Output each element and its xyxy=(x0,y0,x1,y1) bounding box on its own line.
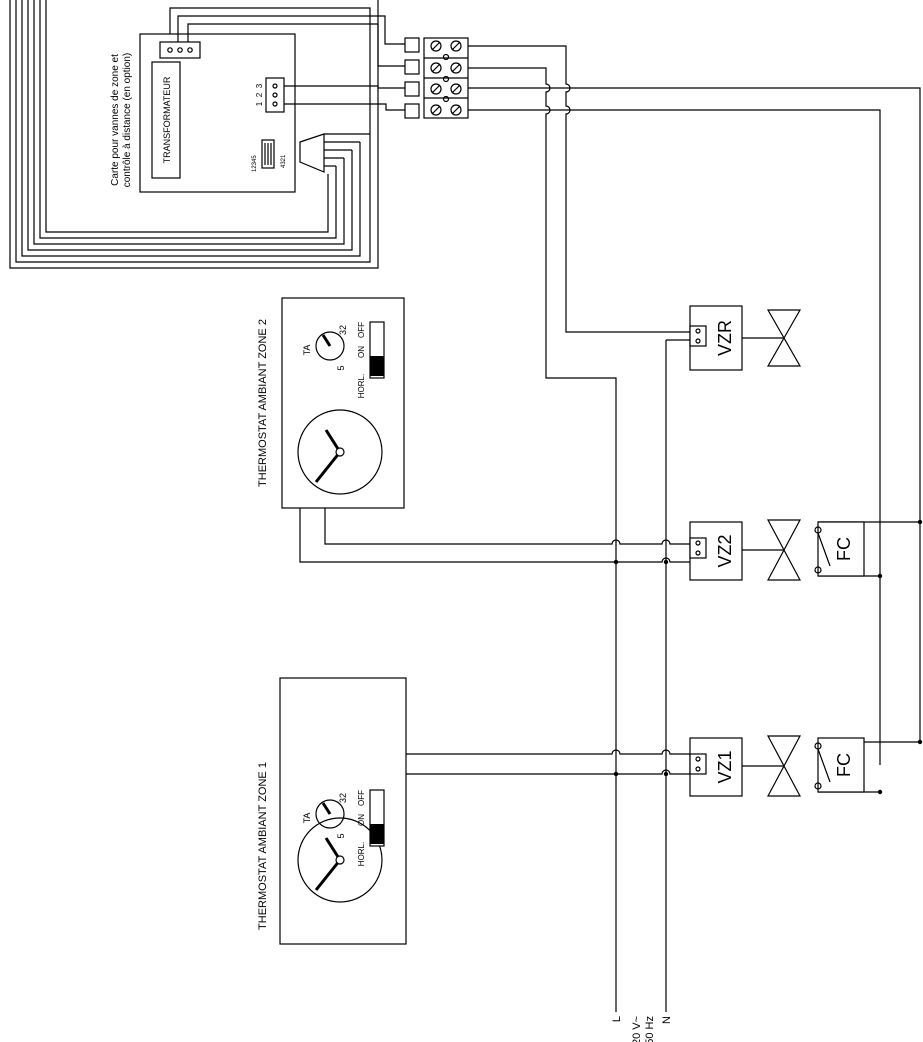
board-wire xyxy=(187,23,405,67)
valve-icon xyxy=(767,519,801,581)
switch-label: HORL. xyxy=(357,374,366,398)
neutral-label: N xyxy=(661,1016,673,1024)
pin-connector xyxy=(265,77,285,113)
fc-label: FC xyxy=(834,537,854,561)
harness-loop xyxy=(9,0,379,269)
fc-box xyxy=(817,521,865,577)
terminal-screw xyxy=(430,40,462,116)
switch-label: ON xyxy=(357,346,366,358)
transformer-label: TRANSFORMATEUR xyxy=(162,76,172,163)
board-label-line2: contrôle à distance (en option) xyxy=(122,53,133,188)
dial-min: 5 xyxy=(336,833,346,838)
fc-label: FC xyxy=(834,753,854,777)
board-wire xyxy=(177,15,405,45)
board-wire xyxy=(284,85,405,89)
limit-switch-zone-1: FC xyxy=(814,737,865,793)
switch-label: OFF xyxy=(357,322,366,338)
dial-min: 5 xyxy=(336,365,346,370)
terminal-strip xyxy=(404,37,469,119)
harness-funnel xyxy=(299,133,325,173)
switch-label: HORL. xyxy=(357,842,366,866)
dip-marks: 4321 xyxy=(281,154,287,168)
dial-max: 32 xyxy=(338,793,348,803)
dial-label: TA xyxy=(302,345,312,356)
switch-label: OFF xyxy=(357,790,366,806)
thermostat-title: THERMOSTAT AMBIANT ZONE 1 xyxy=(257,762,269,930)
thermostat-title: THERMOSTAT AMBIANT ZONE 2 xyxy=(257,319,269,487)
thermostat-zone-2: TA 32 5 HORL. ON OFF THERMOSTAT AMBIANT … xyxy=(257,297,405,509)
harness-loop xyxy=(27,0,353,251)
board-label-line1: Carte pour vannes de zone et xyxy=(110,54,121,186)
clock-dial-icon xyxy=(297,817,383,903)
clock-dial-icon xyxy=(297,409,383,495)
valve-icon xyxy=(766,309,802,367)
fc-box xyxy=(817,737,865,793)
dip-marks: 12345 xyxy=(252,155,258,172)
harness-loop xyxy=(45,0,329,233)
valve-vz1: VZ1 xyxy=(689,735,801,797)
harness-loop xyxy=(39,0,337,239)
valve-vzr: VZR xyxy=(689,305,802,371)
valve-vz2: VZ2 xyxy=(689,519,801,581)
pin-label: 1 xyxy=(255,101,264,106)
switch-label: ON xyxy=(357,814,366,826)
board-wire xyxy=(284,103,405,111)
valve-label: VZR xyxy=(715,320,735,356)
voltage-label: 220 V~ xyxy=(631,1016,643,1042)
transformer xyxy=(151,61,181,179)
thermostat-housing xyxy=(279,677,407,945)
pin-label: 2 xyxy=(255,92,264,97)
line-label: L xyxy=(611,1016,623,1022)
board-connector xyxy=(159,41,201,59)
thermostat-zone-1: TA 32 5 HORL. ON OFF THERMOSTAT AMBIANT … xyxy=(257,677,407,945)
pin-label: 3 xyxy=(255,83,264,88)
harness-loop xyxy=(33,0,345,245)
valve-label: VZ2 xyxy=(715,534,735,567)
harness-loop xyxy=(15,0,371,263)
temperature-knob-icon xyxy=(315,799,345,829)
power-supply-labels: L 220 V~ 50 Hz N xyxy=(611,1016,673,1042)
option-board: TRANSFORMATEUR 1 2 3 12345 4321 Carte po… xyxy=(9,0,405,269)
temperature-knob-icon xyxy=(315,331,345,361)
frequency-label: 50 Hz xyxy=(644,1016,656,1042)
valve-label: VZ1 xyxy=(715,750,735,783)
harness-loop xyxy=(21,0,361,257)
dial-label: TA xyxy=(302,813,312,824)
dial-max: 32 xyxy=(338,325,348,335)
limit-switch-zone-2: FC xyxy=(814,521,865,577)
valve-icon xyxy=(767,735,801,797)
